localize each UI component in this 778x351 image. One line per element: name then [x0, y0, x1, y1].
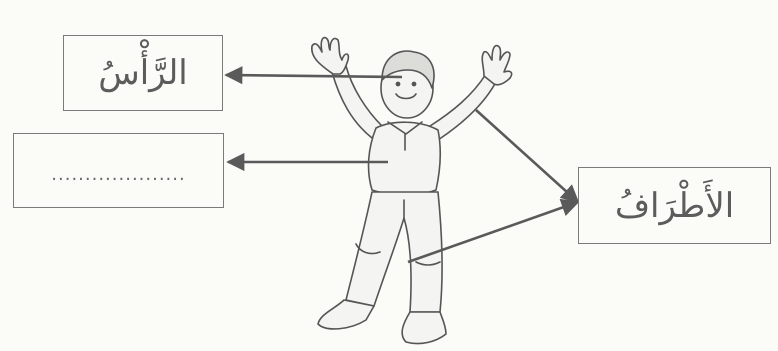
- arrow-to-head: [226, 75, 402, 77]
- line-arm-to-limbs: [476, 110, 578, 202]
- label-box-trunk[interactable]: ....................: [13, 133, 224, 208]
- child-figure-icon: [312, 38, 512, 344]
- label-limbs: الأَطْرَافُ: [615, 189, 734, 223]
- blank-trunk-field[interactable]: ....................: [51, 164, 185, 185]
- label-box-head: الرَّأْسُ: [63, 35, 223, 111]
- label-box-limbs: الأَطْرَافُ: [578, 167, 771, 244]
- label-head: الرَّأْسُ: [98, 56, 188, 90]
